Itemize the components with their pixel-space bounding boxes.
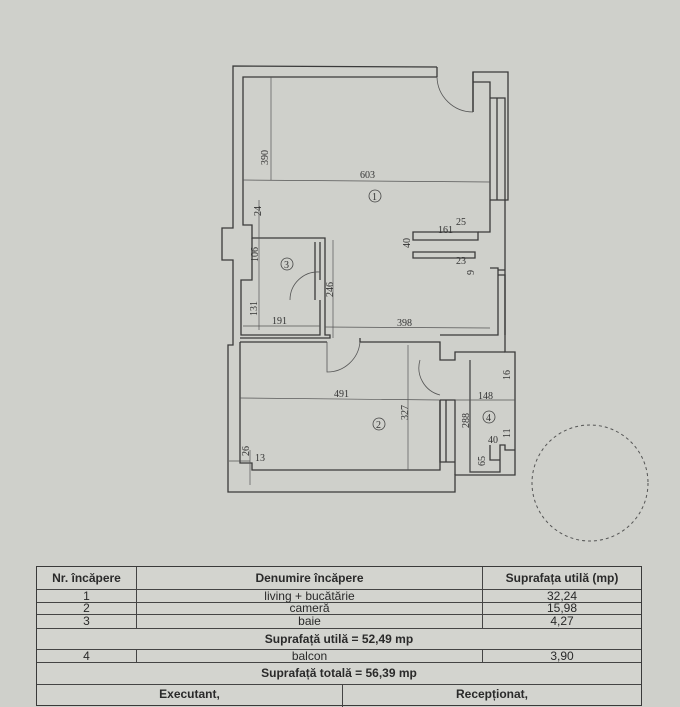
room-1-label: 1: [372, 192, 377, 203]
signature-row: Executant, Recepționat,: [37, 684, 641, 707]
table-row: 3 baie 4,27: [37, 614, 641, 629]
row-area: 15,98: [546, 601, 578, 615]
row-name: cameră: [137, 601, 483, 615]
dim-24: 24: [253, 206, 264, 216]
dim-13: 13: [255, 453, 265, 464]
dimension-labels: 603 390 24 25 161 40 23 9 106 246 131 19…: [241, 150, 513, 466]
header-nr: Nr. încăpere: [37, 567, 137, 589]
total-text: Suprafață totală = 56,39 mp: [261, 666, 417, 680]
table-row: 4 balcon 3,90: [37, 649, 641, 663]
row-nr: 4: [37, 649, 137, 663]
stamp-circle: [531, 424, 649, 542]
executant-label: Executant,: [37, 684, 343, 707]
dim-603: 603: [360, 170, 375, 181]
subtotal-row: Suprafață utilă = 52,49 mp: [37, 628, 641, 650]
walls: [221, 65, 516, 493]
dim-40b: 40: [488, 435, 498, 446]
dimension-lines: [229, 77, 515, 485]
dim-131: 131: [249, 301, 260, 316]
table-row: 2 cameră 15,98: [37, 601, 641, 615]
header-area: Suprafața utilă (mp): [505, 571, 619, 585]
dim-9: 9: [466, 270, 477, 275]
row-name: baie: [137, 614, 483, 628]
room-4-label: 4: [486, 413, 491, 424]
floor-plan: 1 3 2 4 603 390 24 25 161 40 23 9 106 24…: [221, 65, 649, 542]
row-area: 32,24: [546, 588, 578, 603]
row-area: 3,90: [550, 648, 574, 663]
dim-106: 106: [250, 247, 261, 262]
room-labels: 1 3 2 4: [280, 189, 496, 431]
table-header: Nr. încăpere Denumire încăpere Suprafața…: [37, 567, 641, 590]
dim-288: 288: [461, 413, 472, 428]
dim-390: 390: [260, 150, 271, 165]
room-3-label: 3: [284, 260, 289, 271]
dim-26: 26: [241, 446, 252, 456]
dim-16: 16: [502, 370, 513, 380]
subtotal-text: Suprafață utilă = 52,49 mp: [264, 631, 414, 646]
row-nr: 2: [37, 601, 137, 615]
dim-25: 25: [456, 217, 466, 228]
dim-23: 23: [456, 256, 466, 267]
dim-11: 11: [502, 428, 513, 438]
dim-398: 398: [397, 318, 412, 329]
dim-246: 246: [325, 282, 336, 297]
dim-191: 191: [272, 316, 287, 327]
room-2-label: 2: [376, 420, 381, 431]
dim-491: 491: [334, 389, 349, 400]
row-nr: 3: [37, 614, 137, 628]
row-name: balcon: [137, 649, 483, 663]
row-name: living + bucătărie: [137, 589, 483, 603]
dim-148: 148: [478, 391, 493, 402]
row-area: 4,27: [550, 614, 574, 628]
door-arcs: [289, 76, 474, 396]
dim-40a: 40: [402, 238, 413, 248]
row-nr: 1: [37, 589, 137, 603]
table-row: 1 living + bucătărie 32,24: [37, 589, 641, 603]
header-name: Denumire încăpere: [137, 567, 483, 589]
dim-327: 327: [400, 405, 411, 420]
dim-65: 65: [477, 456, 488, 466]
receptionat-label: Recepționat,: [455, 687, 528, 701]
dim-161: 161: [438, 225, 453, 236]
area-table: Nr. încăpere Denumire încăpere Suprafața…: [36, 566, 642, 707]
total-row: Suprafață totală = 56,39 mp: [37, 662, 641, 685]
